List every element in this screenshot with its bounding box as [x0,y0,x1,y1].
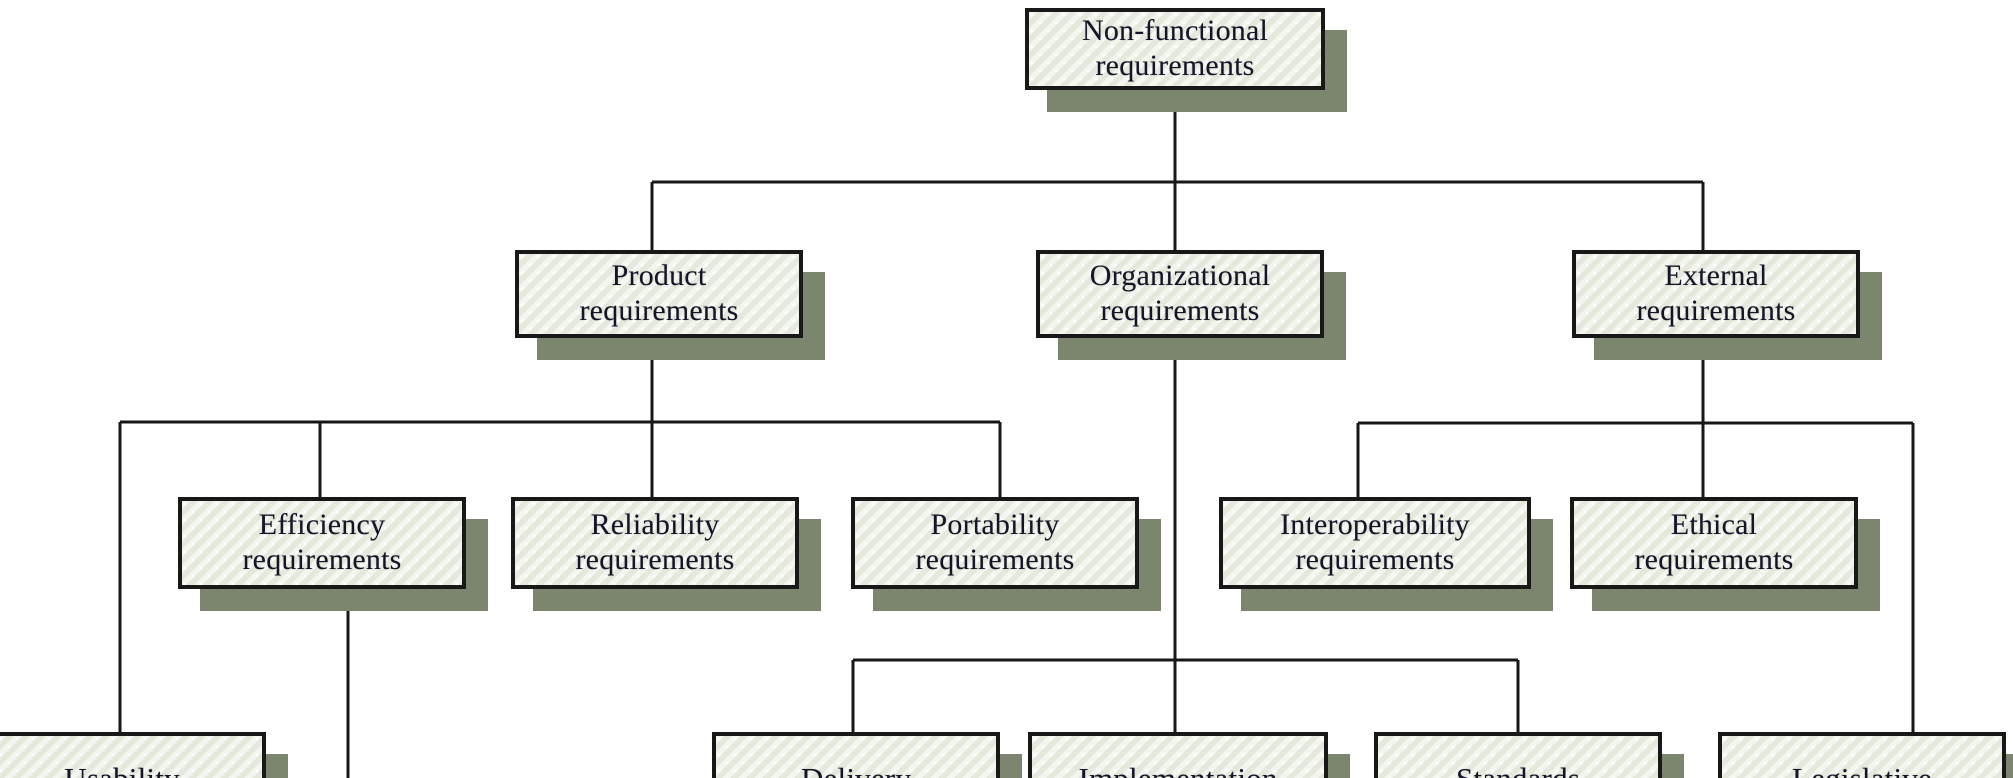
node-label: Legislative [1784,759,1940,778]
node-organizational-requirements[interactable]: Organizational requirements [1036,250,1346,360]
node-label: Efficiency requirements [242,508,402,576]
node-label: Delivery [793,759,919,778]
box-face: Usability [0,732,266,778]
node-reliability-requirements[interactable]: Reliability requirements [511,497,821,611]
node-delivery[interactable]: Delivery [712,732,1022,778]
box-face: External requirements [1572,250,1860,338]
node-label: Usability [56,759,187,778]
box-face: Organizational requirements [1036,250,1324,338]
node-legislative[interactable]: Legislative [1718,732,2013,778]
node-non-functional-requirements[interactable]: Non-functional requirements [1025,8,1347,112]
box-face: Standards [1374,732,1662,778]
box-face: Legislative [1718,732,2006,778]
node-ethical-requirements[interactable]: Ethical requirements [1570,497,1880,611]
node-label: Non-functional requirements [1081,14,1269,82]
box-face: Ethical requirements [1570,497,1858,589]
node-label: Product requirements [579,259,739,327]
box-face: Efficiency requirements [178,497,466,589]
node-usability[interactable]: Usability [0,732,288,778]
box-face: Delivery [712,732,1000,778]
box-face: Non-functional requirements [1025,8,1325,90]
box-face: Product requirements [515,250,803,338]
node-implementation[interactable]: Implementation [1028,732,1350,778]
node-label: Ethical requirements [1634,508,1794,576]
node-label: External requirements [1636,259,1796,327]
node-label: Implementation [1070,759,1285,778]
node-external-requirements[interactable]: External requirements [1572,250,1882,360]
node-label: Standards [1448,759,1588,778]
node-label: Interoperability requirements [1280,508,1470,576]
node-label: Portability requirements [915,508,1075,576]
node-portability-requirements[interactable]: Portability requirements [851,497,1161,611]
node-interoperability-requirements[interactable]: Interoperability requirements [1219,497,1553,611]
node-efficiency-requirements[interactable]: Efficiency requirements [178,497,488,611]
node-product-requirements[interactable]: Product requirements [515,250,825,360]
node-label: Organizational requirements [1089,259,1271,327]
box-face: Interoperability requirements [1219,497,1531,589]
box-face: Implementation [1028,732,1328,778]
node-standards[interactable]: Standards [1374,732,1684,778]
box-face: Portability requirements [851,497,1139,589]
box-face: Reliability requirements [511,497,799,589]
node-label: Reliability requirements [575,508,735,576]
